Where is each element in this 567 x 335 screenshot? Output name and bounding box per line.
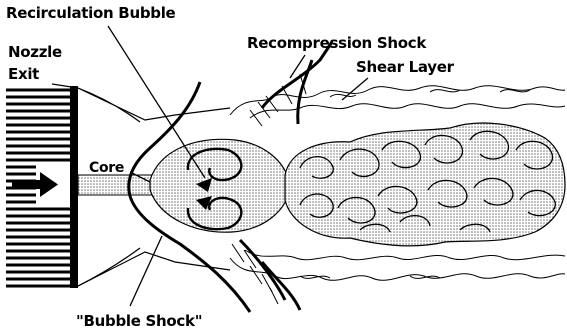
nozzle-label: Nozzle [8, 43, 62, 61]
core-label: Core [89, 160, 124, 176]
nozzle-exit-plane [70, 86, 78, 288]
bubble-shock-label: "Bubble Shock" [76, 312, 202, 330]
recirculation-bubble [150, 139, 290, 232]
recirculation-bubble-label: Recirculation Bubble [6, 4, 175, 22]
shear-layer-lower [230, 250, 565, 280]
turbulent-plume [285, 123, 565, 246]
shear-layer-label: Shear Layer [356, 58, 454, 76]
exit-label: Exit [8, 65, 39, 83]
recompression-shock-label: Recompression Shock [247, 34, 426, 52]
right-arrow-icon [12, 172, 58, 197]
